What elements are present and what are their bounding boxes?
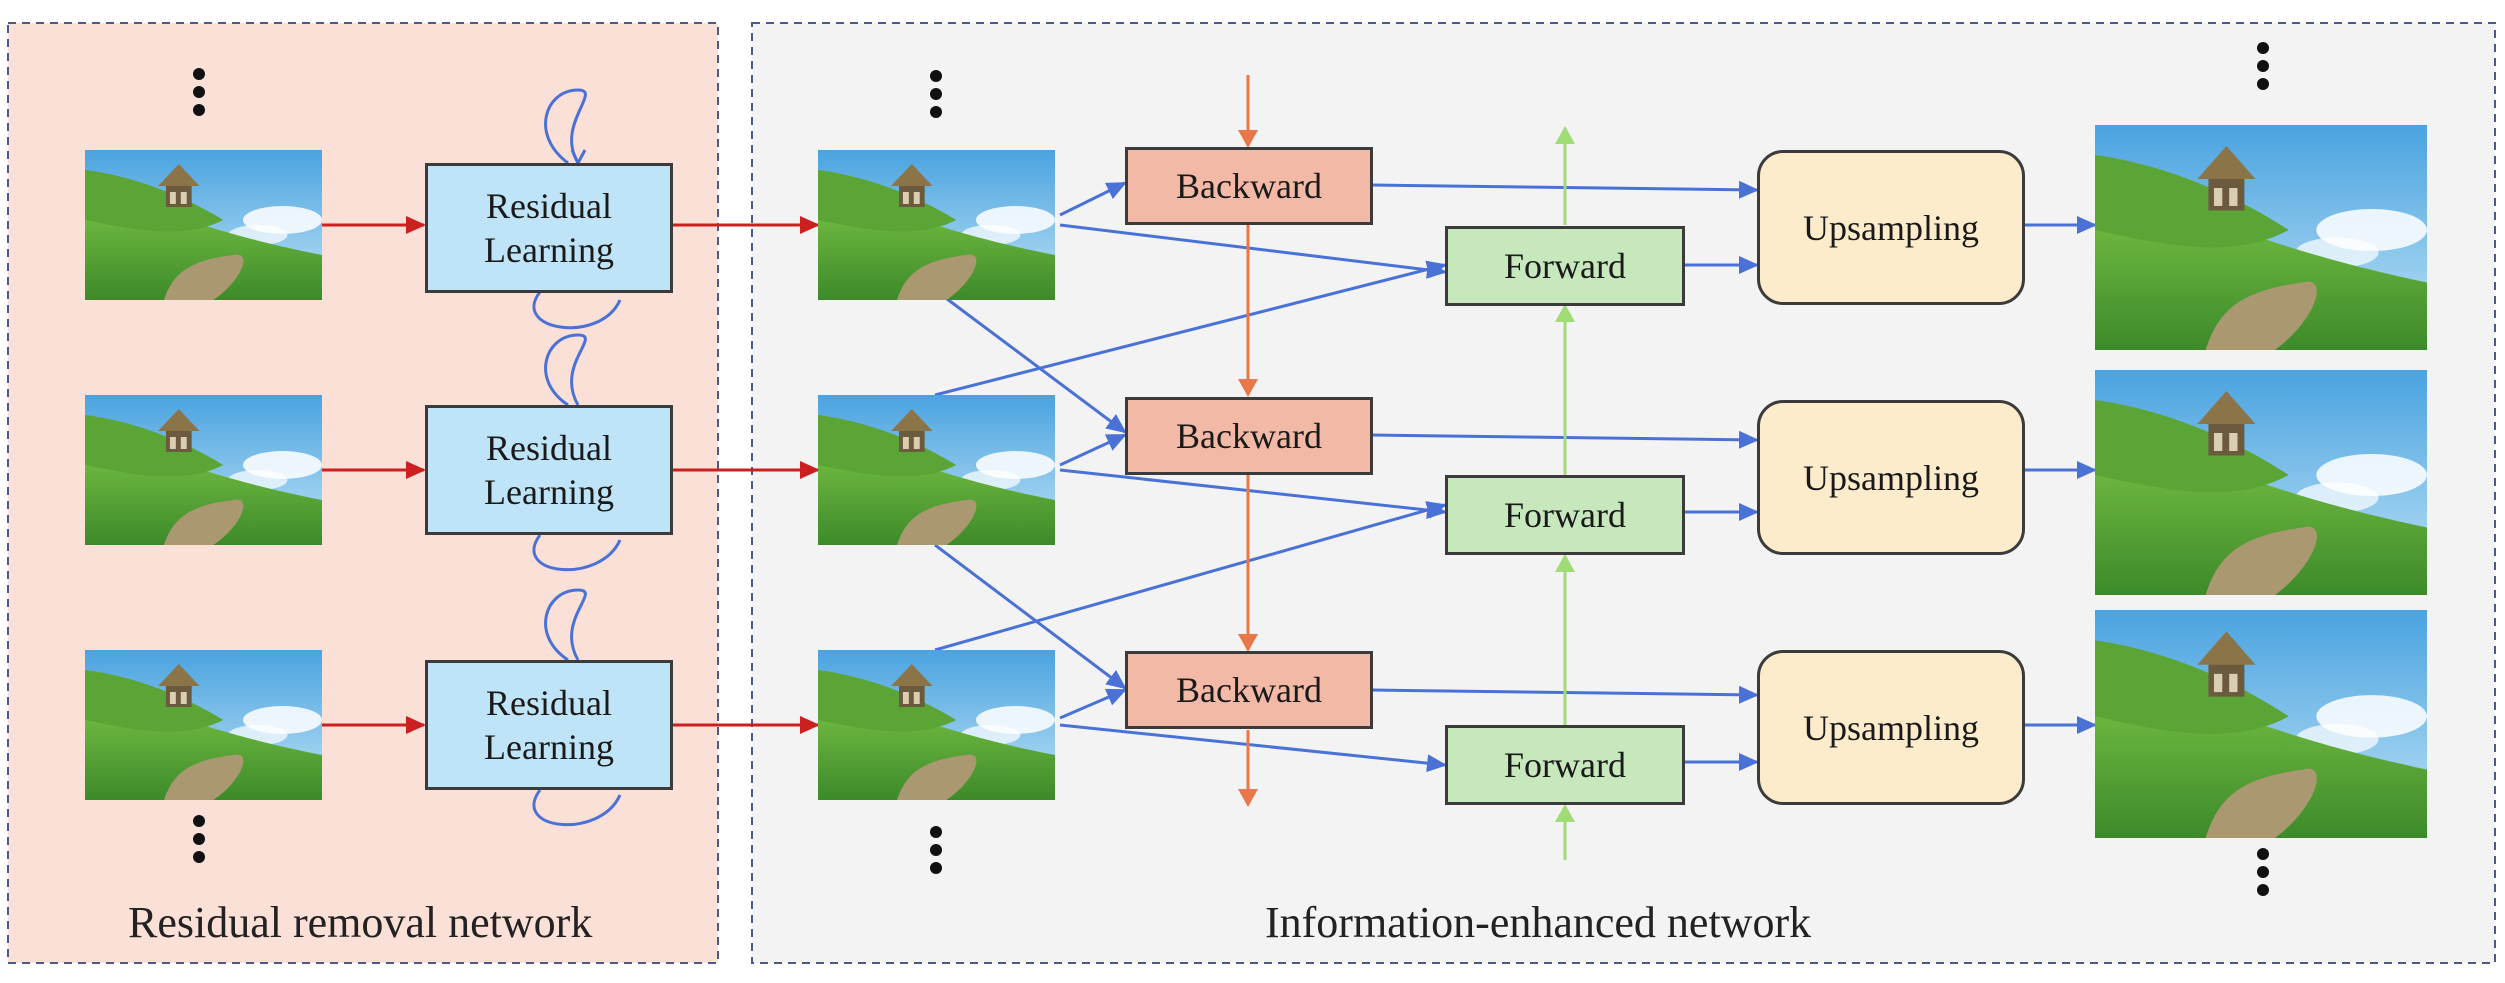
f2-to-b3 [934,543,1127,690]
f1-to-fw1 [1059,223,1447,279]
f3-to-fw3 [1059,723,1447,773]
residual-self-loops [532,88,622,827]
f2-to-b2 [1059,433,1127,467]
loop-top-1-head [570,149,587,164]
upsampling-label: Upsampling [1803,457,1979,498]
landscape-image [2095,370,2427,595]
loop-bottom-3 [532,789,622,827]
forward-label: Forward [1504,246,1626,286]
clean-frame-1 [818,150,1055,300]
upsampling-block-1: Upsampling [1757,150,2025,305]
left-panel-title: Residual removal network [128,898,593,947]
f3-to-b3 [1059,688,1127,720]
forward-label: Forward [1504,495,1626,535]
f2-to-fw1 [934,260,1447,397]
output-frame-3 [2095,610,2427,838]
landscape-image [818,395,1055,545]
upsampling-label: Upsampling [1803,207,1979,248]
loop-top-3 [544,588,587,662]
ellipsis-dots-icon [193,68,205,122]
landscape-image [85,150,322,300]
backward-block-1: Backward [1125,147,1373,225]
landscape-image [85,395,322,545]
loop-top-1 [544,88,587,165]
ellipsis-dots-icon [930,70,942,124]
residual-label-line1: Residual [486,683,612,723]
input-frame-1 [85,150,322,300]
output-frame-2 [2095,370,2427,595]
f3-to-fw2 [934,501,1447,652]
backward-label: Backward [1176,670,1322,710]
input-frame-2 [85,395,322,545]
residual-learning-block-1: Residual Learning [425,163,673,293]
residual-label-line1: Residual [486,186,612,226]
landscape-image [818,650,1055,800]
forward-label: Forward [1504,745,1626,785]
ellipsis-dots-icon [193,815,205,869]
residual-learning-block-2: Residual Learning [425,405,673,535]
upsampling-block-3: Upsampling [1757,650,2025,805]
loop-bottom-2 [532,534,622,572]
forward-block-3: Forward [1445,725,1685,805]
loop-top-2 [544,333,587,407]
f2-to-fw2 [1059,468,1447,519]
backward-block-3: Backward [1125,651,1373,729]
landscape-image [85,650,322,800]
input-to-residual-arrows [322,216,820,734]
upsampling-label: Upsampling [1803,707,1979,748]
residual-label-line2: Learning [484,472,614,512]
loop-bottom-1 [532,291,622,330]
f1-to-b2 [934,288,1127,434]
output-frame-1 [2095,125,2427,350]
backward-label: Backward [1176,416,1322,456]
f1-to-b1 [1059,181,1127,217]
ellipsis-dots-icon [2257,42,2269,96]
input-frame-3 [85,650,322,800]
residual-label-line2: Learning [484,727,614,767]
backward-label: Backward [1176,166,1322,206]
upsampling-block-2: Upsampling [1757,400,2025,555]
right-panel-title: Information-enhanced network [1265,898,1812,947]
backward-block-2: Backward [1125,397,1373,475]
landscape-image [2095,125,2427,350]
clean-frame-3 [818,650,1055,800]
forward-block-2: Forward [1445,475,1685,555]
residual-learning-block-3: Residual Learning [425,660,673,790]
ellipsis-dots-icon [2257,848,2269,902]
ellipsis-dots-icon [930,826,942,880]
clean-frame-2 [818,395,1055,545]
residual-label-line1: Residual [486,428,612,468]
forward-block-1: Forward [1445,226,1685,306]
landscape-image [2095,610,2427,838]
residual-label-line2: Learning [484,230,614,270]
landscape-image [818,150,1055,300]
